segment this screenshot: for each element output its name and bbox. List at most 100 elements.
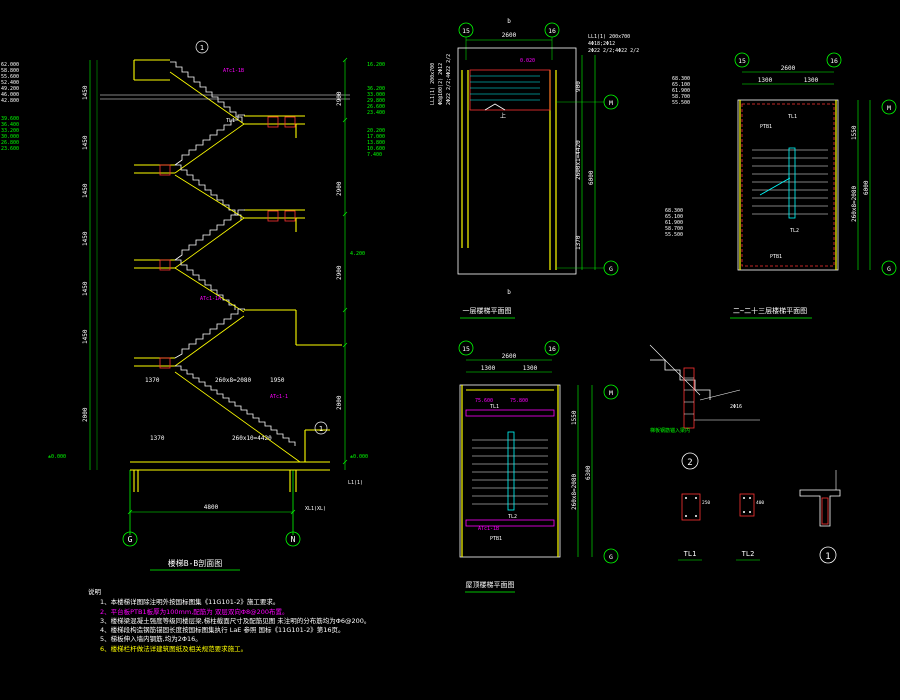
tl1-section xyxy=(681,493,701,521)
plan3-title: 屋顶楼梯平面图 xyxy=(466,580,515,589)
plan2-axis-bubble-15 xyxy=(734,52,750,68)
note-line-2: 2、平台板PTB1板厚为100mm,配筋为 双层双向Φ8@200布置。 xyxy=(100,607,289,616)
elev-left-11: 26.800 xyxy=(1,140,19,146)
plan2-elev-table-mid: 68.300 65.100 61.900 58.700 55.500 xyxy=(665,208,683,238)
plan1-cut-top: b xyxy=(507,18,511,25)
plan2-elev-mid-2: 61.900 xyxy=(665,220,683,226)
flight-2-soffit xyxy=(174,123,245,174)
plan1-elev: 0.020 xyxy=(520,58,535,64)
tl2-rebars xyxy=(743,497,751,513)
dim-flight-top: 260x8=2080 xyxy=(215,377,252,384)
plan3-handrail xyxy=(507,431,515,511)
plan1-stair-box xyxy=(469,69,551,111)
detail2-note: 梯板钢筋锚入梁内 xyxy=(650,427,690,434)
plan1-treads xyxy=(470,75,540,101)
detail1-beam xyxy=(821,497,829,525)
typical-floor-plan: 15 16 2600 1300 1300 PTB1 TL1 TL2 PTB1 xyxy=(665,52,897,319)
flight-5-soffit xyxy=(174,267,245,313)
plan3-bottom-beam xyxy=(465,519,555,527)
tl1-rebar-3 xyxy=(685,515,687,517)
axis-label-n: N xyxy=(291,535,296,544)
plan1-axis-16: 16 xyxy=(548,27,556,35)
plan1-left-note-2: Φ8@100(2) 2Φ12 xyxy=(438,63,444,105)
detail1-section xyxy=(799,489,841,527)
tl2-rebar-4 xyxy=(749,511,751,513)
general-notes: 说明 1、本楼梯详图除注明外按国标图集《11G101-2》施工要求。2、平台板P… xyxy=(88,588,508,654)
elev-right-5: 20.200 xyxy=(367,128,385,134)
plan2-handrail xyxy=(788,147,796,219)
plan2-elev-mid-3: 58.700 xyxy=(665,226,683,232)
elev-right-3: 26.600 xyxy=(367,104,385,110)
right-dim-tick-3 xyxy=(342,211,348,217)
tl1-rebars xyxy=(685,497,697,517)
beam-hatch-5 xyxy=(159,164,171,176)
elev-right-8: 10.600 xyxy=(367,146,385,152)
detail2-rebar-line xyxy=(699,389,741,401)
tl1-label: TL1 xyxy=(684,550,697,558)
elevation-table-left: 62.000 58.800 55.600 52.400 49.200 46.00… xyxy=(1,62,19,152)
left-height-7: 2000 xyxy=(82,407,89,422)
tl1-size: 250 xyxy=(702,500,710,506)
plan3-sub-dim-2: 1300 xyxy=(523,365,538,372)
tl2-rebar-3 xyxy=(743,511,745,513)
plan2-sub-dim-1: 1300 xyxy=(758,77,773,84)
plan1-note-top: LL1(1) 200x700 xyxy=(588,34,630,40)
dim-tick-left xyxy=(127,509,133,515)
tl1-rebar-4 xyxy=(695,515,697,517)
plan2-axis-g: G xyxy=(887,265,891,273)
plan2-walk-line xyxy=(759,177,791,196)
plan2-frame xyxy=(737,99,839,271)
plan2-elev-table-top: 68.300 65.100 61.900 58.700 55.500 xyxy=(672,76,690,106)
roof-stair-plan: 15 16 2600 1300 1300 TL1 TL2 PTB1 ATc1-1… xyxy=(458,340,619,593)
tag-atc-mid: ATc1-1A xyxy=(200,296,221,302)
plan3-top-beam xyxy=(465,409,555,417)
plan2-elev-top-4: 55.500 xyxy=(672,100,690,106)
plan2-axis-bubble-16 xyxy=(826,52,842,68)
plan3-treads xyxy=(472,439,548,505)
left-height-1: 1450 xyxy=(82,85,89,100)
plan3-right-small: 1550 xyxy=(571,410,578,425)
beam-hatch-6 xyxy=(159,259,171,271)
flight-7-soffit xyxy=(174,371,301,463)
plan1-axis-g: G xyxy=(609,265,613,273)
detail2-steps xyxy=(650,359,711,400)
plan3-tl2: TL2 xyxy=(508,514,517,520)
left-height-4: 1450 xyxy=(82,231,89,246)
flight-2 xyxy=(174,114,245,166)
elev-left-5: 46.000 xyxy=(1,92,19,98)
callout-detail-1-label: 1 xyxy=(200,44,204,52)
note-line-6: 6、楼梯栏杆做法详建筑图纸及相关规范要求施工。 xyxy=(100,644,248,653)
axis-label-g: G xyxy=(128,535,133,544)
right-dim-tick-6 xyxy=(342,459,348,465)
flight-1 xyxy=(170,61,243,123)
plan2-tl1-tag: TL1 xyxy=(788,114,797,120)
xl-mark: XL1(XL) xyxy=(305,506,326,512)
plan1-note-sub: 4Φ18;2Φ12 xyxy=(588,41,615,47)
flight-5 xyxy=(175,259,236,310)
handrail-lines xyxy=(100,94,350,100)
elev-left-10: 30.000 xyxy=(1,134,19,140)
left-height-3: 1450 xyxy=(82,183,89,198)
elev-left-7: 39.600 xyxy=(1,116,19,122)
plan2-elev-top-1: 65.100 xyxy=(672,82,690,88)
plan1-note-sub2: 2Φ22 2/2;4Φ22 2/2 xyxy=(588,48,639,54)
elev-right-1: 33.000 xyxy=(367,92,385,98)
elev-ground-marker-right: ±0.000 xyxy=(350,454,368,460)
elev-left-4: 49.200 xyxy=(1,86,19,92)
detail-drawings: 梯板钢筋锚入梁内 2Φ16 2 250 TL1 400 TL2 1 xyxy=(649,344,841,564)
elev-right-7: 13.800 xyxy=(367,140,385,146)
plan1-right-small: 900 xyxy=(575,81,582,92)
section-title: 楼梯B-B剖面图 xyxy=(168,558,222,568)
plan3-axis-bubble-m xyxy=(603,384,619,400)
right-dim-tick-2 xyxy=(342,117,348,123)
elev-right-4: 23.400 xyxy=(367,110,385,116)
plan2-axis-16: 16 xyxy=(830,57,838,65)
elev-left-2: 55.600 xyxy=(1,74,19,80)
plan1-axis-m: M xyxy=(609,99,613,107)
dim-1950: 1950 xyxy=(270,377,285,384)
callout-detail-2-label: 1 xyxy=(319,425,323,433)
flight-3-soffit xyxy=(174,174,245,219)
right-height-4: 2000 xyxy=(336,395,343,410)
elev-right-0: 36.200 xyxy=(367,86,385,92)
elev-right-6: 17.000 xyxy=(367,134,385,140)
